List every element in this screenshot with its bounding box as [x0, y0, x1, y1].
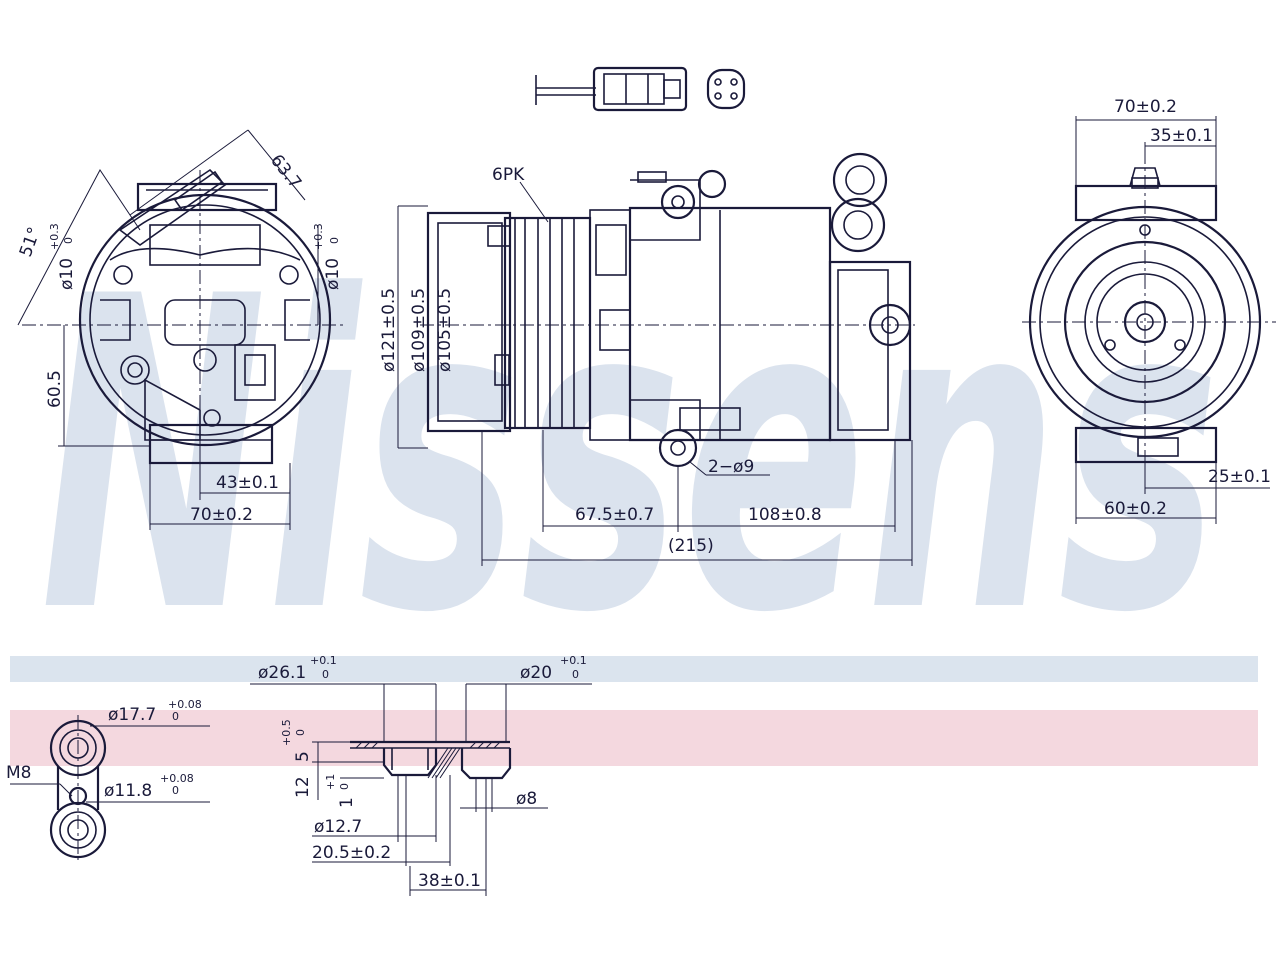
dim-length-1: 67.5±0.7 [575, 505, 654, 525]
dim-hole-left: ø10 [57, 258, 77, 290]
dim-offset: 43±0.1 [216, 473, 279, 493]
dim-width: 70±0.2 [190, 505, 253, 525]
dim-depth-2: 12 [293, 776, 313, 798]
blue-band [10, 656, 1258, 682]
dim-bore-small: ø20 [520, 663, 552, 683]
dim-diameter-2: ø109±0.5 [409, 288, 429, 372]
dim-width-bottom: 60±0.2 [1104, 499, 1167, 519]
flange-detail: ø26.1 +0.1 0 ø20 +0.1 0 5 +0.5 0 12 1 +1… [250, 654, 592, 896]
dim-hole-right: ø10 [323, 258, 343, 290]
dim-span-2: 38±0.1 [418, 871, 481, 891]
dim-slant: 63.7 [266, 151, 305, 193]
dim-bore-large-tol-top: +0.1 [310, 654, 337, 667]
dim-hole-right-tol-bot: 0 [328, 237, 341, 244]
dim-bore-2-tol-bot: 0 [172, 784, 179, 797]
dim-bore-1-tol-bot: 0 [172, 710, 179, 723]
dim-pilot: ø12.7 [314, 817, 362, 837]
dim-height: 60.5 [45, 370, 65, 408]
dim-depth-1-tol-top: +0.5 [280, 719, 293, 746]
dim-hole-right-tol-top: +0.3 [312, 223, 325, 250]
dim-mount-holes: 2−ø9 [708, 457, 754, 477]
dim-thread: M8 [6, 763, 31, 783]
dim-depth-1: 5 [293, 751, 313, 762]
port-detail: ø17.7 +0.08 0 M8 ø11.8 +0.08 0 [6, 698, 210, 860]
dim-hole-left-tol-top: +0.3 [48, 223, 61, 250]
right-view: 70±0.2 35±0.1 25±0.1 60±0.2 [1022, 97, 1276, 524]
dim-bore-small-tol-top: +0.1 [560, 654, 587, 667]
dim-hole-left-tol-bot: 0 [62, 237, 75, 244]
dim-half-top: 35±0.1 [1150, 126, 1213, 146]
dim-width-top: 70±0.2 [1114, 97, 1177, 117]
dim-bore-2: ø11.8 [104, 781, 152, 801]
dim-depth-1-tol-bot: 0 [294, 729, 307, 736]
dim-bore-1: ø17.7 [108, 705, 156, 725]
dim-hole: ø8 [516, 789, 537, 809]
dim-bore-2-tol-top: +0.08 [160, 772, 194, 785]
side-view: 6PK ø121±0.5 ø109±0.5 ø105±0.5 2−ø9 67.5… [379, 152, 915, 566]
dim-bore-large: ø26.1 [258, 663, 306, 683]
dim-belt: 6PK [492, 165, 525, 185]
dim-diameter-1: ø121±0.5 [379, 288, 399, 372]
electrical-connector-icon [535, 66, 746, 112]
dim-bore-small-tol-bot: 0 [572, 668, 579, 681]
dim-total-length: (215) [668, 536, 714, 556]
dim-length-2: 108±0.8 [748, 505, 822, 525]
dim-bore-1-tol-top: +0.08 [168, 698, 202, 711]
dim-bottom-offset: 25±0.1 [1208, 467, 1271, 487]
pink-band [10, 710, 1258, 766]
dim-bore-large-tol-bot: 0 [322, 668, 329, 681]
dim-depth-3-tol-bot: 0 [338, 783, 351, 790]
dim-diameter-3: ø105±0.5 [435, 288, 455, 372]
dim-span-1: 20.5±0.2 [312, 843, 391, 863]
dim-depth-3: 1 [337, 797, 357, 808]
dim-depth-3-tol-top: +1 [324, 774, 337, 790]
